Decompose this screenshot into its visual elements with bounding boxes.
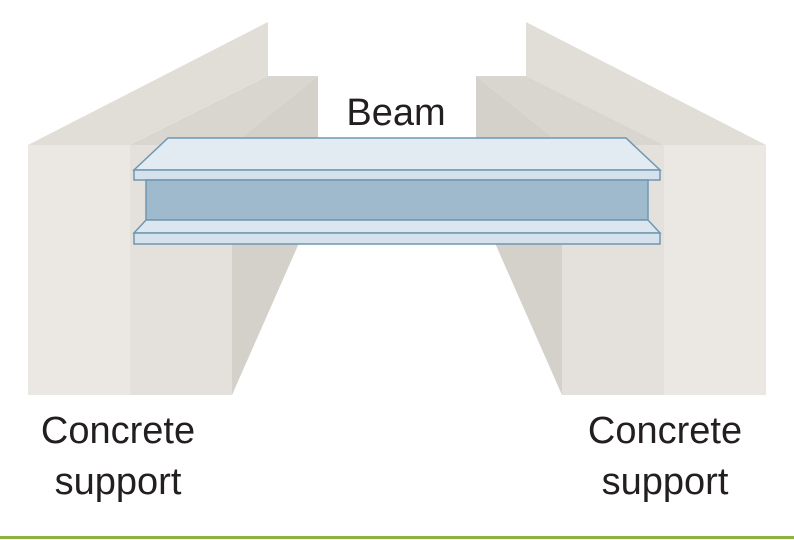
beam-web (145, 179, 649, 221)
footer-rule (0, 536, 794, 539)
left-support-step-top (130, 76, 318, 145)
steel-beam (132, 137, 662, 245)
left-support-label: Concrete support (18, 406, 218, 509)
beam-top-flange-top (132, 137, 662, 171)
left-support-front-face (28, 145, 130, 395)
beam-top-flange-edge (133, 169, 661, 181)
beam-bottom-flange-edge (133, 232, 661, 245)
right-support-label-line1: Concrete (587, 410, 743, 452)
beam-bottom-flange-top (132, 219, 662, 234)
left-support-back-block (28, 22, 268, 145)
right-support-label: Concrete support (565, 406, 765, 509)
right-support-back-block (526, 22, 766, 145)
right-support-front-face (664, 145, 766, 395)
left-support-label-line1: Concrete (40, 410, 196, 452)
right-support-step-top (476, 76, 664, 145)
right-support-label-line2: support (601, 461, 729, 504)
beam-label: Beam (316, 88, 476, 139)
left-support-label-line2: support (54, 461, 182, 504)
beam-label-text: Beam (346, 92, 446, 134)
